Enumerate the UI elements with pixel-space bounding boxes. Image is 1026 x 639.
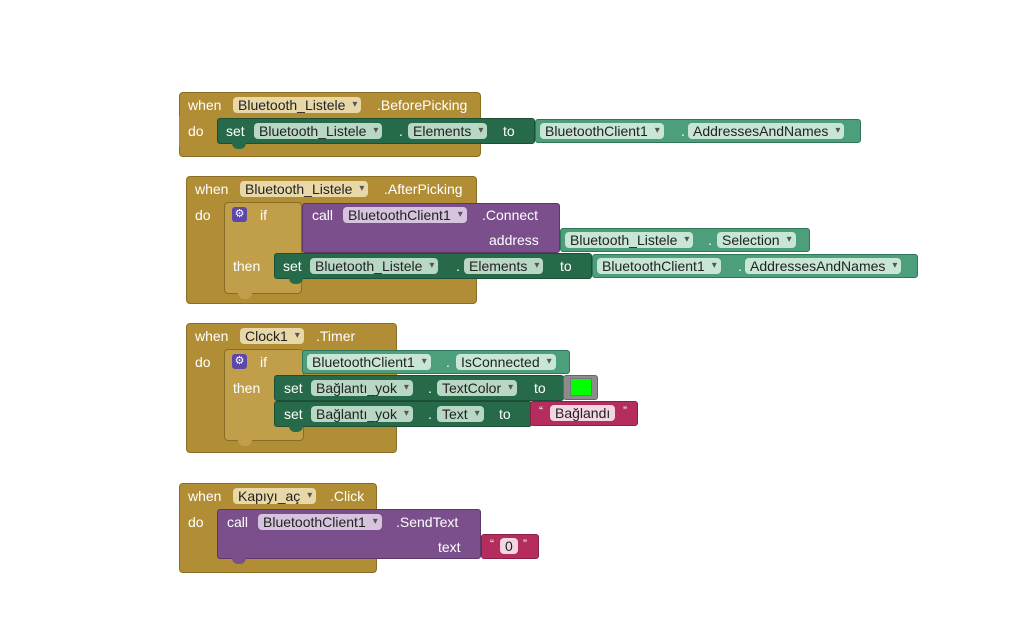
getter-property-dropdown[interactable]: Selection [717, 232, 796, 248]
dot-separator: . [428, 380, 432, 396]
set-property-dropdown[interactable]: Elements [464, 258, 544, 274]
set-property-dropdown[interactable]: Elements [408, 123, 488, 139]
set-block-tab [289, 278, 303, 284]
call-block-tab [232, 558, 246, 564]
open-quote-icon: “ [539, 404, 543, 418]
set-label: set [284, 380, 303, 396]
when-label: when [195, 181, 229, 197]
dot-separator: . [399, 123, 403, 139]
set-label: set [283, 258, 302, 274]
to-label: to [534, 380, 546, 396]
call-component-dropdown[interactable]: BluetoothClient1 [258, 514, 382, 530]
set-component-dropdown[interactable]: Bluetooth_Listele [254, 123, 383, 139]
text-value[interactable]: Bağlandı [550, 405, 616, 421]
then-label: then [233, 258, 261, 274]
gear-icon[interactable]: ⚙ [232, 207, 247, 222]
getter-component-dropdown[interactable]: Bluetooth_Listele [565, 232, 694, 248]
set-component-dropdown[interactable]: Bluetooth_Listele [310, 258, 439, 274]
dot-separator: . [738, 258, 742, 274]
event-name: .Timer [316, 328, 356, 344]
event-component-dropdown[interactable]: Bluetooth_Listele [240, 181, 369, 197]
getter-component-dropdown[interactable]: BluetoothClient1 [540, 123, 664, 139]
dot-separator: . [456, 258, 460, 274]
if-block-tab [238, 440, 252, 446]
set-block-tab [289, 426, 303, 432]
set-label: set [226, 123, 245, 139]
dot-separator: . [708, 232, 712, 248]
do-label: do [188, 123, 204, 139]
method-name: .SendText [396, 514, 459, 530]
do-label: do [195, 207, 211, 223]
text-value[interactable]: 0 [500, 538, 518, 554]
getter-property-dropdown[interactable]: IsConnected [456, 354, 556, 370]
if-label: if [260, 354, 267, 370]
when-label: when [195, 328, 229, 344]
method-name: .Connect [482, 207, 539, 223]
close-quote-icon: ” [623, 404, 627, 418]
event-component-dropdown[interactable]: Clock1 [240, 328, 304, 344]
address-label: address [489, 232, 539, 248]
set-property-dropdown[interactable]: Text [437, 406, 484, 422]
getter-property-dropdown[interactable]: AddressesAndNames [745, 258, 902, 274]
do-label: do [188, 514, 204, 530]
event-component-dropdown[interactable]: Kapıyı_aç [233, 488, 317, 504]
event-name: .Click [330, 488, 365, 504]
event-name: .BeforePicking [377, 97, 468, 113]
when-label: when [188, 97, 222, 113]
dot-separator: . [681, 123, 685, 139]
to-label: to [499, 406, 511, 422]
set-property-dropdown[interactable]: TextColor [437, 380, 518, 396]
call-component-dropdown[interactable]: BluetoothClient1 [343, 207, 467, 223]
open-quote-icon: “ [490, 537, 494, 551]
set-label: set [284, 406, 303, 422]
event-block-inner-spine [179, 116, 217, 146]
dot-separator: . [446, 354, 450, 370]
close-quote-icon: ” [523, 537, 527, 551]
text-arg-label: text [438, 539, 461, 555]
event-component-dropdown[interactable]: Bluetooth_Listele [233, 97, 362, 113]
do-label: do [195, 354, 211, 370]
if-label: if [260, 207, 267, 223]
dot-separator: . [428, 406, 432, 422]
set-component-dropdown[interactable]: Bağlantı_yok [311, 380, 413, 396]
set-block-tab [232, 143, 246, 149]
gear-icon[interactable]: ⚙ [232, 354, 247, 369]
set-component-dropdown[interactable]: Bağlantı_yok [311, 406, 413, 422]
getter-component-dropdown[interactable]: BluetoothClient1 [307, 354, 431, 370]
if-block-tab [238, 293, 252, 299]
getter-property-dropdown[interactable]: AddressesAndNames [688, 123, 845, 139]
when-label: when [188, 488, 222, 504]
to-label: to [560, 258, 572, 274]
to-label: to [503, 123, 515, 139]
event-name: .AfterPicking [384, 181, 463, 197]
color-swatch[interactable] [570, 378, 592, 396]
then-label: then [233, 380, 261, 396]
getter-component-dropdown[interactable]: BluetoothClient1 [597, 258, 721, 274]
call-label: call [227, 514, 249, 530]
call-label: call [312, 207, 334, 223]
